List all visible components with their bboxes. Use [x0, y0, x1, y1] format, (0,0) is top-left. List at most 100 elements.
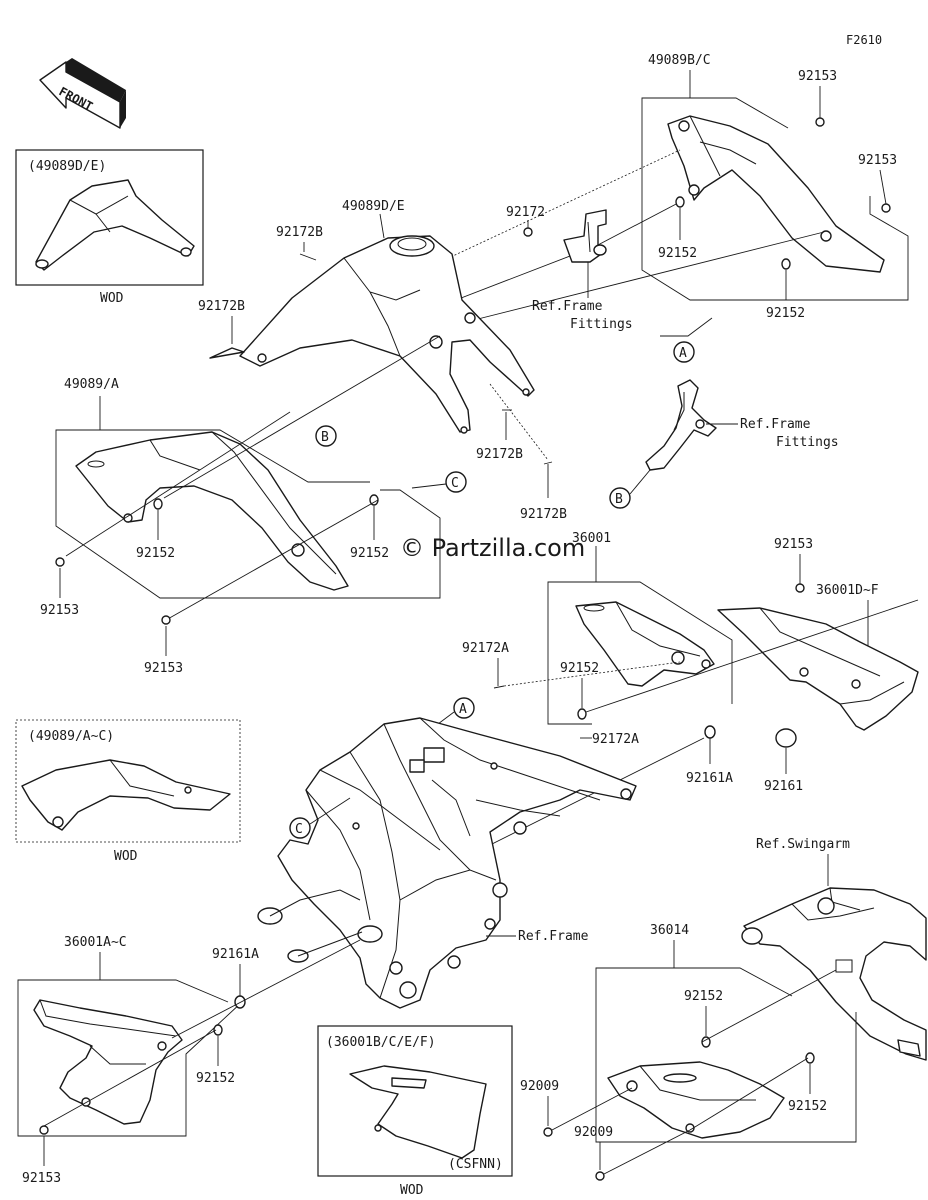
screw-92172B-b	[209, 347, 245, 359]
label-92161A-b: 92161A	[212, 947, 259, 962]
washer-92152-a	[675, 196, 685, 208]
grommet-92161A-b	[234, 995, 246, 1009]
label-36001DF: 36001D~F	[816, 583, 879, 598]
label-92172A-a: 92172A	[462, 641, 509, 656]
label-92153-a: 92153	[798, 69, 837, 84]
bolt-92153-d	[161, 615, 171, 625]
ref-frame-fittings-a-2: Fittings	[570, 317, 633, 332]
screw-92172B-a	[299, 253, 317, 261]
clip-92172	[523, 227, 533, 237]
label-92172B-a: 92172B	[276, 225, 323, 240]
part-49089BC	[667, 115, 885, 273]
part-49089DE	[239, 235, 535, 434]
marker-C-2	[289, 817, 311, 839]
swingarm	[741, 887, 927, 1061]
wod-label-1: WOD	[100, 291, 124, 306]
marker-C-1	[445, 471, 467, 493]
wod-label-3: WOD	[400, 1183, 424, 1198]
front-arrow-icon	[39, 58, 126, 129]
label-92152-b: 92152	[766, 306, 805, 321]
part-36001DF	[717, 607, 919, 731]
watermark: © Partzilla.com	[400, 534, 585, 562]
marker-B-1-label: B	[321, 430, 329, 445]
part-36001	[575, 601, 715, 687]
label-92172B-d: 92172B	[520, 507, 567, 522]
screw-92172B-d	[543, 461, 553, 465]
label-92153-f: 92153	[22, 1171, 61, 1186]
figure-code: F2610	[846, 33, 882, 47]
label-92152-c: 92152	[136, 546, 175, 561]
washer-92152-b	[781, 258, 791, 270]
label-92152-f: 92152	[196, 1071, 235, 1086]
grommet-92161A-a	[704, 725, 716, 739]
bolt-92153-a	[815, 117, 825, 127]
washer-92152-c	[153, 498, 163, 510]
inset-36001BCEF-part	[349, 1065, 487, 1159]
marker-C-2-label: C	[295, 822, 303, 837]
bolt-92009-b	[595, 1171, 605, 1181]
marker-A-1-label: A	[679, 346, 687, 361]
inset-49089DE	[15, 149, 204, 286]
label-92152-a: 92152	[658, 246, 697, 261]
label-92153-b: 92153	[858, 153, 897, 168]
label-92153-d: 92153	[144, 661, 183, 676]
bolt-92153-c	[55, 557, 65, 567]
label-92153-c: 92153	[40, 603, 79, 618]
label-92161A-a: 92161A	[686, 771, 733, 786]
frame-assembly	[257, 717, 637, 1009]
label-92009-b: 92009	[574, 1125, 613, 1140]
washer-92152-e	[577, 708, 587, 720]
wod-label-2: WOD	[114, 849, 138, 864]
ref-swingarm-label: Ref.Swingarm	[756, 837, 850, 852]
screw-92172A-a	[493, 685, 505, 689]
bolt-92009-a	[543, 1127, 553, 1137]
bolt-92153-b	[881, 203, 891, 213]
label-36014: 36014	[650, 923, 689, 938]
marker-B-2-label: B	[615, 492, 623, 507]
inset-36001BCEF	[317, 1025, 513, 1177]
bolt-92153-f	[39, 1125, 49, 1135]
svg-text:© Partzilla.com: © Partzilla.com	[400, 534, 585, 562]
label-92172A-b: 92172A	[592, 732, 639, 747]
inset-49089DE-part	[35, 179, 195, 271]
frame-fitting-b	[645, 379, 717, 471]
label-49089A: 49089/A	[64, 377, 119, 392]
label-92153-e: 92153	[774, 537, 813, 552]
csfnn-label: (CSFNN)	[448, 1157, 503, 1172]
label-92152-g: 92152	[684, 989, 723, 1004]
label-92009-a: 92009	[520, 1079, 559, 1094]
label-92152-h: 92152	[788, 1099, 827, 1114]
washer-92152-f	[213, 1024, 223, 1036]
ref-frame-fittings-b-2: Fittings	[776, 435, 839, 450]
marker-A-2	[453, 697, 475, 719]
part-36014	[607, 1061, 785, 1139]
bolt-92153-e	[795, 583, 805, 593]
washer-92152-h	[805, 1052, 815, 1064]
part-36001AC	[33, 999, 183, 1125]
label-92172B-c: 92172B	[476, 447, 523, 462]
label-92172B-b: 92172B	[198, 299, 245, 314]
label-36001: 36001	[572, 531, 611, 546]
grommet-92161	[775, 728, 797, 748]
inset-49089AC-part	[21, 759, 231, 831]
marker-A-1	[673, 341, 695, 363]
ref-frame-fittings-a-1: Ref.Frame	[532, 299, 603, 314]
label-49089DE: 49089D/E	[342, 199, 405, 214]
label-92172: 92172	[506, 205, 545, 220]
frame-fitting-a	[563, 209, 607, 263]
inset-49089AC	[15, 719, 241, 843]
label-92152-e: 92152	[560, 661, 599, 676]
part-49089A	[75, 431, 349, 591]
marker-B-1	[315, 425, 337, 447]
marker-A-2-label: A	[459, 702, 467, 717]
inset-36001BCEF-label: (36001B/C/E/F)	[326, 1035, 436, 1050]
ref-frame-fittings-b-1: Ref.Frame	[740, 417, 811, 432]
marker-B-2	[609, 487, 631, 509]
label-92161: 92161	[764, 779, 803, 794]
inset-49089AC-label: (49089/A~C)	[28, 729, 114, 744]
inset-49089DE-label: (49089D/E)	[28, 159, 106, 174]
label-49089BC: 49089B/C	[648, 53, 711, 68]
label-36001AC: 36001A~C	[64, 935, 127, 950]
